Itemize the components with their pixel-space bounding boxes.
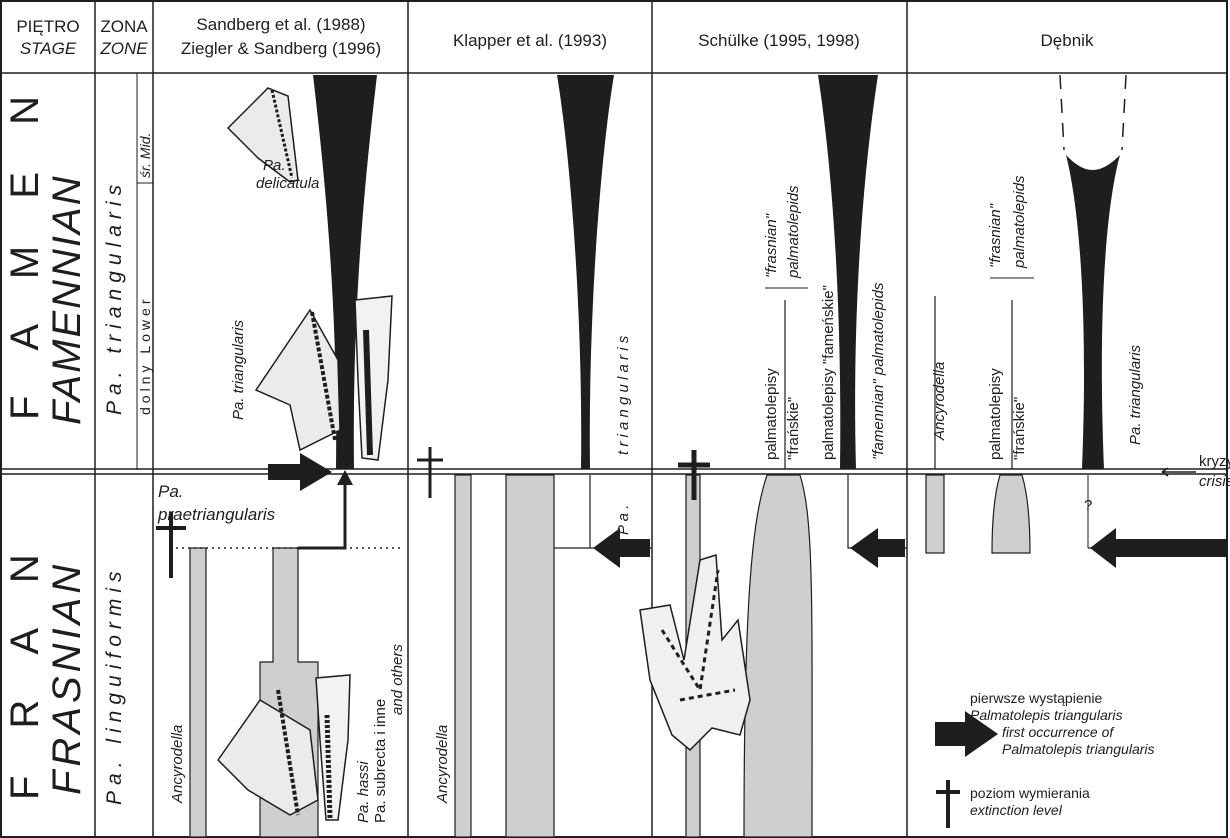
triangularis-fossil (256, 310, 340, 450)
zone-lower-label: Pa. linguiformis (103, 565, 126, 805)
col-c-frasnian-range (744, 475, 812, 837)
col-a-ancyrodella-label: Ancyrodella (169, 725, 186, 804)
header-row: PIĘTRO STAGE ZONA ZONE Sandberg et al. (… (16, 15, 1094, 58)
col-b-ancyrodella-label: Ancyrodella (434, 725, 451, 804)
col-c-palmatolepisy-fam: palmatolepisy "fameńskie" (820, 285, 837, 460)
subzone-middle-label: śr. Mid. (137, 133, 153, 178)
header-col-c: Schülke (1995, 1998) (698, 31, 860, 50)
col-b-lineage-line (554, 475, 590, 548)
col-d-triangularis-range-dashed (1060, 75, 1126, 150)
header-col-a-line2: Ziegler & Sandberg (1996) (181, 39, 381, 58)
col-d-question-mark: ? (1084, 497, 1092, 514)
legend-cross-icon (936, 780, 960, 828)
zone-upper-label: Pa. triangularis (103, 179, 126, 415)
triangularis-fossil-side (355, 296, 392, 460)
header-zone-pl: ZONA (100, 17, 148, 36)
col-a: Pa. delicatula Pa. triangularis Pa. prae… (156, 75, 406, 837)
crisis-label: kryzys crisis (1162, 453, 1230, 490)
col-c-first-occurrence-arrow (850, 528, 905, 568)
header-zone-en: ZONE (99, 39, 148, 58)
legend-first-pl-species: Palmatolepis triangularis (970, 707, 1123, 723)
crisis-pl: kryzys (1199, 453, 1230, 470)
col-a-first-occurrence-arrow (268, 453, 332, 491)
col-a-triangularis-label: Pa. triangularis (230, 319, 247, 420)
header-col-a-line1: Sandberg et al. (1988) (196, 15, 365, 34)
col-c-palmatolepids: palmatolepids (785, 185, 802, 279)
col-b-ancyrodella-range (455, 475, 471, 837)
col-d-palmatolepisy: palmatolepisy (987, 368, 1004, 460)
header-col-b: Klapper et al. (1993) (453, 31, 607, 50)
legend: pierwsze wystąpienie Palmatolepis triang… (935, 690, 1155, 828)
col-a-delicatula-line1: Pa. (263, 157, 286, 174)
hassi-fossil-side (316, 675, 350, 820)
header-stage-en: STAGE (20, 39, 77, 58)
stage-fran-pl: F R A N (3, 536, 47, 800)
col-b-triangularis-label: t r i a n g u l a r i s (615, 335, 632, 455)
crisis-en: crisis (1199, 473, 1230, 490)
col-a-delicatula-line2: delicatula (256, 175, 319, 192)
legend-ext-en: extinction level (970, 802, 1063, 818)
col-a-others-label: and others (389, 644, 406, 715)
col-d-triangularis-label: Pa. triangularis (1127, 344, 1144, 445)
col-c-palmatolepisy-fr: palmatolepisy (763, 368, 780, 460)
col-d-first-occurrence-arrow (1090, 528, 1226, 568)
col-d-triangularis-range (1066, 155, 1120, 469)
col-d-palmatolepids: palmatolepids (1011, 175, 1028, 269)
crisis-line (1, 469, 1227, 474)
col-c-franskie: "frańskie" (785, 397, 802, 460)
col-d-ancyrodella-range (926, 475, 944, 553)
col-d-ancyrodella-label: Ancyrodella (931, 362, 948, 441)
col-b-extinction-cross (417, 447, 443, 498)
col-a-lineage-line (298, 480, 345, 548)
col-c-frasnian: "frasnian" (763, 213, 780, 278)
stage-famen: F A M E N FAMENNIAN (3, 78, 89, 425)
col-b-pa-label: P a . (615, 505, 632, 535)
legend-first-en-species: Palmatolepis triangularis (1002, 741, 1155, 757)
col-a-ancyrodella-range (190, 548, 206, 837)
col-d: ? Ancyrodella palmatolepisy "frańskie" "… (926, 75, 1226, 568)
col-c-extinction-cross (678, 450, 710, 500)
legend-first-pl: pierwsze wystąpienie (970, 690, 1102, 706)
col-a-praetriangularis-line2: praetriangularis (157, 505, 276, 524)
stage-famen-pl: F A M E N (3, 78, 47, 420)
stage-fran: F R A N FRASNIAN (3, 536, 89, 800)
col-b-other-range (506, 475, 554, 837)
col-a-lineage-arrowhead (337, 470, 353, 485)
col-b-triangularis-range (557, 75, 614, 469)
col-c: palmatolepisy "frańskie" "frasnian" palm… (640, 75, 907, 837)
subzone-lower-label: dolny Lower (137, 296, 153, 416)
col-b: Ancyrodella t r i a n g u l a r i s P a … (417, 75, 652, 837)
col-d-frasnian-range (992, 475, 1030, 553)
col-d-franskie: "frańskie" (1011, 397, 1028, 460)
col-a-hassi-label: Pa. hassi (355, 761, 372, 823)
col-a-subrecta-label: Pa. subrecta i inne (372, 699, 389, 823)
col-d-frasnian: "frasnian" (987, 203, 1004, 268)
legend-first-en: first occurrence of (1002, 724, 1115, 740)
header-stage-pl: PIĘTRO (16, 17, 79, 36)
stage-fran-en: FRASNIAN (45, 561, 89, 795)
col-a-praetriangularis-line1: Pa. (158, 482, 184, 501)
header-col-d: Dębnik (1041, 31, 1094, 50)
stage-famen-en: FAMENNIAN (45, 174, 89, 425)
col-c-famennian-palm: "famennian" palmatolepids (870, 282, 887, 460)
legend-ext-pl: poziom wymierania (970, 785, 1090, 801)
